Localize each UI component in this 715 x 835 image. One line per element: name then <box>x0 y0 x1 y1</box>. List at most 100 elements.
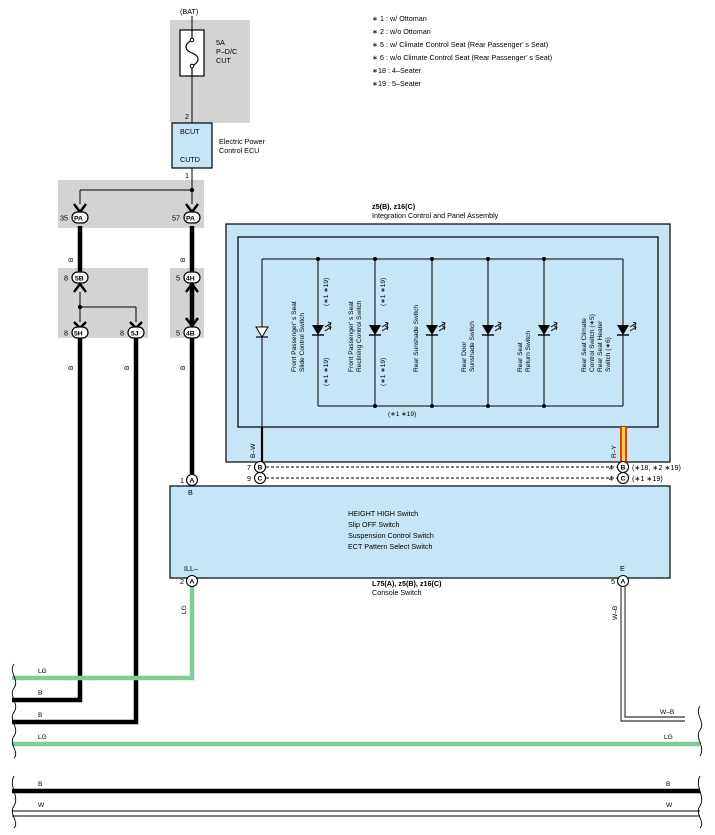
wire-label-lg: LG <box>664 734 673 741</box>
connector-5b: 5B 8 <box>64 271 89 293</box>
led-note: (∗1 ∗19) <box>380 278 387 306</box>
switch-label-line: Rear Door <box>461 341 468 372</box>
switch-label: Rear SeatReturn Switch <box>517 331 532 372</box>
bus-note: (∗1 ∗19) <box>388 411 416 418</box>
wire-label-b: B <box>38 712 43 719</box>
switch-label-line: Control Switch (∗5) <box>589 314 596 372</box>
connector-pin: 8 <box>120 329 124 338</box>
console-function: Suspension Control Switch <box>348 531 434 540</box>
pin-letter: C <box>258 476 263 483</box>
switch-label: Rear DoorSunshade Switch <box>461 321 476 372</box>
wire-label-lg: LG <box>38 668 47 675</box>
wire-label-wb: W–B <box>660 709 675 716</box>
wire-label-b: B <box>180 257 187 262</box>
connector-id: 4B <box>186 331 195 338</box>
connector-id: PA <box>186 216 195 223</box>
panel-pin-c-left: 9 C <box>247 471 267 485</box>
panel-pin-b-right: 4 B (∗18, ∗2 ∗19) <box>609 460 681 474</box>
wire-label-b: B <box>124 365 131 370</box>
connector-5h: 5H 8 <box>64 321 89 339</box>
console-switch-box <box>169 485 671 579</box>
wb-wire <box>620 587 685 722</box>
wire-label-w: W <box>666 802 673 809</box>
console-pin-ill-label: ILL– <box>184 564 198 573</box>
fuse-name-2: CUT <box>216 56 231 65</box>
wire-label-wb: W–B <box>612 605 619 620</box>
led-icon <box>312 321 332 336</box>
console-pin-b-label: B <box>188 488 193 497</box>
wire-label-b: B <box>68 257 75 262</box>
wire-label-ry: R–Y <box>611 445 618 458</box>
switch-label-line: Rear Seat Climate <box>581 318 588 372</box>
led-icon <box>617 321 637 336</box>
pin-number: 7 <box>247 463 251 472</box>
console-pin-e-label: E <box>620 564 625 573</box>
led-icon <box>538 321 558 336</box>
panel-inner <box>237 236 659 428</box>
panel-pin-c-right: 4 C (∗1 ∗19) <box>609 471 663 485</box>
console-name: Console Switch <box>372 588 422 597</box>
console-code: L75(A), z5(B), z16(C) <box>372 579 442 588</box>
pin-note: (∗1 ∗19) <box>632 474 663 483</box>
bus-w: W W <box>12 802 700 817</box>
led-note: (∗1 ∗19) <box>323 278 330 306</box>
connector-id: 4H <box>186 276 195 283</box>
wire-label-b: B <box>68 365 75 370</box>
ecu-label-1: Electric Power <box>219 137 266 146</box>
console-pin-ill: 2 A <box>180 574 199 588</box>
pin-number: 5 <box>611 577 615 586</box>
pin-letter: A <box>621 579 626 586</box>
wire-label-b: B <box>666 781 671 788</box>
switch-label: Front Passenger’ s SeatSlide Control Swi… <box>291 301 306 372</box>
wire-label-bw: B–W <box>250 443 257 458</box>
ecu-out-pin: 1 <box>185 171 189 180</box>
notes-legend: ∗ 1 : w/ Ottoman ∗ 2 : w/o Ottoman ∗ 5 :… <box>372 14 552 88</box>
switch-label: Front Passenger’ s SeatReclining Control… <box>348 300 363 372</box>
console-pin-b: 1 A <box>180 473 199 487</box>
connector-pa-left: PA 35 <box>60 203 89 224</box>
note-line: ∗ 2 : w/o Ottoman <box>372 27 431 36</box>
note-line: ∗ 5 : w/ Climate Control Seat (Rear Pass… <box>372 40 548 49</box>
connector-id: PA <box>74 216 83 223</box>
connector-id: 5J <box>131 331 139 338</box>
led-icon <box>482 321 502 336</box>
wire-label-lg: LG <box>181 605 188 614</box>
lg-wire-ill <box>12 587 195 681</box>
bus-lg: LG LG <box>12 734 700 747</box>
pin-letter: A <box>190 478 195 485</box>
panel-name: Integration Control and Panel Assembly <box>372 211 499 220</box>
pin-letter: B <box>621 465 626 472</box>
led-note: (∗1 ∗19) <box>323 358 330 386</box>
console-function: HEIGHT HIGH Switch <box>348 509 418 518</box>
ecu-box <box>171 122 213 169</box>
console-pin-e: 5 A <box>611 574 630 588</box>
connector-pin: 57 <box>172 214 180 223</box>
console-function: ECT Pattern Select Switch <box>348 542 433 551</box>
pin-number: 9 <box>247 474 251 483</box>
led-symbols <box>312 321 637 336</box>
note-line: ∗19 : 5–Seater <box>372 79 422 88</box>
b-harness-left <box>12 338 139 725</box>
pin-letter: A <box>190 579 195 586</box>
switch-label-line: Front Passenger’ s Seat <box>348 301 355 372</box>
ecu-pin-top: BCUT <box>180 127 200 136</box>
led-note: (∗1 ∗19) <box>380 358 387 386</box>
console-function: Slip OFF Switch <box>348 520 400 529</box>
note-line: ∗ 6 : w/o Climate Control Seat (Rear Pas… <box>372 53 552 62</box>
switch-label-line: Slide Control Switch <box>299 313 306 372</box>
bus-b: B B <box>12 781 700 794</box>
fuse-element <box>185 30 199 76</box>
led-icon <box>426 321 446 336</box>
note-line: ∗18 : 4–Seater <box>372 66 422 75</box>
wire-label-b: B <box>180 365 187 370</box>
pin-letter: C <box>621 476 626 483</box>
panel-pin-b-left: 7 B <box>247 460 267 474</box>
connector-pin: 8 <box>64 274 68 283</box>
b-wire-runs <box>77 226 195 480</box>
connector-pa-right: PA 57 <box>172 203 201 224</box>
harness-break-right <box>697 705 703 829</box>
connector-pin: 8 <box>64 329 68 338</box>
switch-label-line: Front Passenger’ s Seat <box>291 301 298 372</box>
pin-number: 1 <box>180 476 184 485</box>
